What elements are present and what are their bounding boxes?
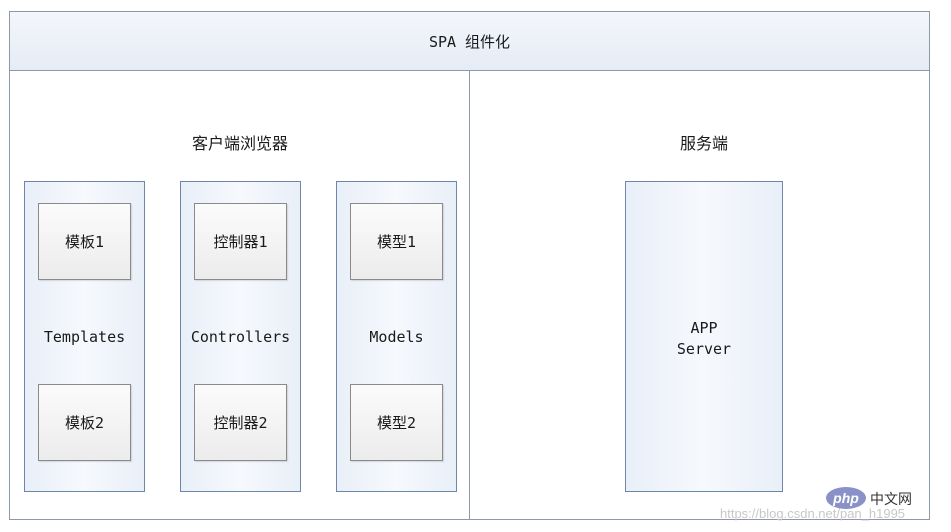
templates-column-label: Templates <box>43 328 126 346</box>
app-server-line-1: APP <box>690 319 718 337</box>
watermark-url: https://blog.csdn.net/pan_h1995 <box>720 506 906 521</box>
client-section-title: 客户端浏览器 <box>191 134 288 153</box>
model-1-box: 模型1 <box>350 203 443 280</box>
controllers-column-label: Controllers <box>190 328 291 346</box>
section-divider <box>469 70 470 520</box>
model-2-box: 模型2 <box>350 384 443 461</box>
template-1-box: 模板1 <box>38 203 131 280</box>
controllers-column: 控制器1 Controllers 控制器2 <box>180 181 301 492</box>
template-2-box: 模板2 <box>38 384 131 461</box>
diagram-title-bar: SPA 组件化 <box>9 11 930 71</box>
watermark-site-name: 中文网 <box>870 491 912 507</box>
app-server-box: APP Server <box>625 181 783 492</box>
server-section-title: 服务端 <box>679 134 728 153</box>
model-1-label: 模型1 <box>376 233 417 251</box>
controller-2-box: 控制器2 <box>194 384 287 461</box>
controller-1-box: 控制器1 <box>194 203 287 280</box>
model-2-label: 模型2 <box>376 414 417 432</box>
models-column: 模型1 Models 模型2 <box>336 181 457 492</box>
template-2-label: 模板2 <box>64 414 105 432</box>
template-1-label: 模板1 <box>64 233 105 251</box>
templates-column: 模板1 Templates 模板2 <box>24 181 145 492</box>
controller-2-label: 控制器2 <box>213 414 268 432</box>
diagram-title: SPA 组件化 <box>428 32 511 51</box>
php-logo: php <box>826 487 866 509</box>
app-server-label: APP Server <box>626 318 782 360</box>
models-column-label: Models <box>369 328 424 346</box>
app-server-line-2: Server <box>676 340 732 358</box>
controller-1-label: 控制器1 <box>213 233 268 251</box>
